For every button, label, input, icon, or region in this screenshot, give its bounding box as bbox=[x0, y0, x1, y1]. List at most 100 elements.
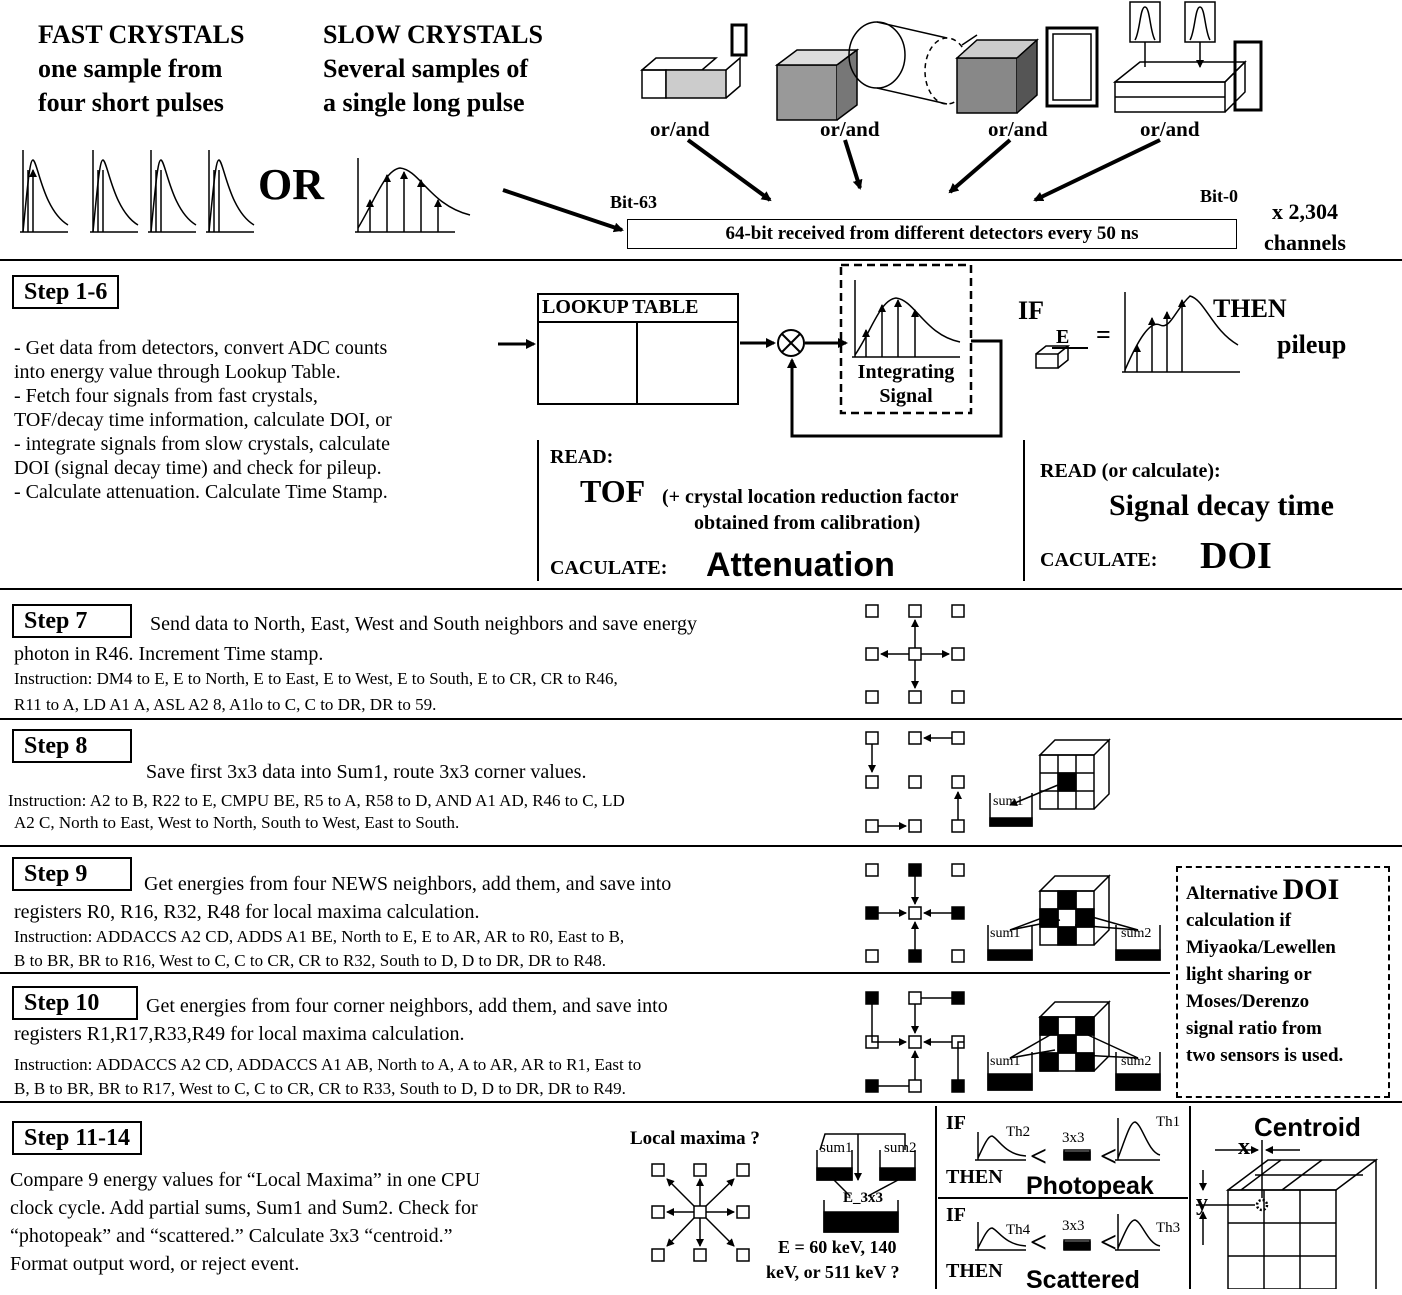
alt-doi-text: two sensors is used. bbox=[1186, 1045, 1344, 1066]
alt-doi-text: Alternative bbox=[1186, 883, 1278, 904]
step-1-6-label: Step 1-6 bbox=[12, 275, 120, 309]
y-label: y bbox=[1196, 1190, 1208, 1216]
bit-0-label: Bit-0 bbox=[1200, 186, 1238, 206]
step-8-routing-arrows bbox=[868, 734, 962, 830]
less-than-sign: < bbox=[1030, 1140, 1048, 1173]
calculate-left-label: CACULATE: bbox=[550, 557, 668, 579]
feedback-loop bbox=[787, 339, 1003, 438]
slow-pulse-icon bbox=[355, 158, 471, 233]
pulses-to-bus-arrow bbox=[502, 188, 624, 233]
then-photopeak-label: THEN bbox=[946, 1166, 1003, 1188]
step-10-label: Step 10 bbox=[12, 986, 138, 1020]
or-and-label: or/and bbox=[988, 117, 1048, 141]
read-column-dividers bbox=[537, 440, 1025, 581]
slow-crystals-line2: Several samples of bbox=[323, 54, 529, 83]
less-than-sign: < bbox=[1100, 1140, 1118, 1173]
energy-question-1: E = 60 keV, 140 bbox=[778, 1237, 897, 1257]
multiplier-icon bbox=[777, 329, 805, 357]
step-8-instruction: Instruction: A2 to B, R22 to E, CMPU BE,… bbox=[8, 791, 625, 810]
or-label: OR bbox=[258, 160, 324, 209]
if-label: IF bbox=[1018, 296, 1044, 325]
step-1-6-text: into energy value through Lookup Table. bbox=[14, 361, 341, 383]
th1-label: Th1 bbox=[1156, 1114, 1181, 1130]
tof-note-1: (+ crystal location reduction factor bbox=[662, 486, 959, 508]
step-7-text: Send data to North, East, West and South… bbox=[150, 613, 697, 635]
signal-label: Signal bbox=[879, 385, 933, 407]
step-1-6-text: DOI (signal decay time) and check for pi… bbox=[14, 457, 382, 479]
alt-doi-text: calculation if bbox=[1186, 910, 1292, 931]
step-7-instruction: R11 to A, LD A1 A, ASL A2 8, A1lo to C, … bbox=[14, 695, 437, 714]
energy-question-2: keV, or 511 keV ? bbox=[766, 1262, 900, 1282]
pileup-pulse-icon bbox=[1122, 292, 1240, 373]
step-7-news-arrows bbox=[880, 619, 950, 689]
alt-doi-text: light sharing or bbox=[1186, 964, 1312, 985]
step-11-14-text: Format output word, or reject event. bbox=[10, 1253, 300, 1275]
if-photopeak-label: IF bbox=[946, 1112, 966, 1134]
lookup-table-label: LOOKUP TABLE bbox=[542, 296, 699, 318]
threexthree-label: 3x3 bbox=[1062, 1130, 1085, 1146]
step-10-text: registers R1,R17,R33,R49 for local maxim… bbox=[14, 1023, 465, 1045]
step-1-6-text: - integrate signals from slow crystals, … bbox=[14, 433, 390, 455]
step-1-6-text: TOF/decay time information, calculate DO… bbox=[14, 409, 392, 431]
fast-crystals-line2: one sample from bbox=[38, 54, 223, 83]
then-scattered-label: THEN bbox=[946, 1260, 1003, 1282]
step-8-label: Step 8 bbox=[12, 729, 132, 763]
step-9-label: Step 9 bbox=[12, 857, 132, 891]
th3-label: Th3 bbox=[1156, 1220, 1181, 1236]
sum1-label: sum1 bbox=[820, 1140, 853, 1156]
alt-doi-text: Miyaoka/Lewellen bbox=[1186, 937, 1336, 958]
step-7-text: photon in R46. Increment Time stamp. bbox=[14, 643, 324, 665]
doi-label: DOI bbox=[1200, 535, 1272, 577]
sum2-label: sum2 bbox=[1121, 1054, 1151, 1069]
signal-decay-label: Signal decay time bbox=[1109, 489, 1334, 522]
step-9-cube bbox=[987, 874, 1161, 961]
sum2-label: sum2 bbox=[884, 1140, 917, 1156]
step-10-cube bbox=[987, 1000, 1161, 1091]
sum1-label: sum1 bbox=[993, 794, 1023, 809]
if-scattered-label: IF bbox=[946, 1204, 966, 1226]
or-and-label: or/and bbox=[1140, 117, 1200, 141]
step-8-routing-diagram bbox=[865, 731, 965, 833]
photopeak-label: Photopeak bbox=[1026, 1172, 1154, 1200]
or-and-label: or/and bbox=[820, 117, 880, 141]
step-8-instruction: A2 C, North to East, West to North, Sout… bbox=[14, 813, 460, 832]
step-8-cube-sum1 bbox=[989, 738, 1111, 827]
integrating-box bbox=[839, 263, 973, 415]
less-than-sign: < bbox=[1100, 1226, 1118, 1259]
detector-icons bbox=[639, 1, 1263, 121]
step-7-label: Step 7 bbox=[12, 604, 132, 638]
sum1-label: sum1 bbox=[990, 1054, 1020, 1069]
bit-63-label: Bit-63 bbox=[610, 192, 657, 212]
step-1-6-text: - Get data from detectors, convert ADC c… bbox=[14, 337, 388, 359]
step-9-text: Get energies from four NEWS neighbors, a… bbox=[144, 873, 672, 895]
bus-word-box: 64-bit received from different detectors… bbox=[627, 219, 1237, 249]
step-9-instruction: Instruction: ADDACCS A2 CD, ADDS A1 BE, … bbox=[14, 927, 625, 946]
step-11-14-text: clock cycle. Add partial sums, Sum1 and … bbox=[10, 1197, 478, 1219]
step-11-14-text: “photopeak” and “scattered.” Calculate 3… bbox=[10, 1225, 453, 1247]
read-label: READ: bbox=[550, 446, 614, 468]
step-11-14-text: Compare 9 energy values for “Local Maxim… bbox=[10, 1169, 481, 1191]
step-10-instruction: Instruction: ADDACCS A2 CD, ADDACCS A1 A… bbox=[14, 1055, 642, 1074]
then-label: THEN bbox=[1213, 294, 1287, 323]
or-and-label: or/and bbox=[650, 117, 710, 141]
read-calc-label: READ (or calculate): bbox=[1040, 460, 1221, 482]
channels-line1: x 2,304 bbox=[1272, 199, 1338, 224]
slow-crystals-title: SLOW CRYSTALS bbox=[323, 20, 543, 49]
step-1-6-text: - Fetch four signals from fast crystals, bbox=[14, 385, 318, 407]
slow-crystals-line3: a single long pulse bbox=[323, 88, 525, 117]
th4-label: Th4 bbox=[1006, 1222, 1031, 1238]
pileup-label: pileup bbox=[1277, 330, 1347, 359]
less-than-sign: < bbox=[1030, 1226, 1048, 1259]
centroid-cube bbox=[1196, 1140, 1379, 1289]
sum2-label: sum2 bbox=[1121, 926, 1151, 941]
step-11-dividers bbox=[935, 1106, 1191, 1289]
step-1-6-text: - Calculate attenuation. Calculate Time … bbox=[14, 481, 388, 503]
threshold-pulses bbox=[975, 1118, 1161, 1251]
alternative-doi-box bbox=[1176, 866, 1390, 1098]
sum1-label: sum1 bbox=[990, 926, 1020, 941]
sum-buckets-diagram bbox=[816, 1133, 916, 1233]
th2-label: Th2 bbox=[1006, 1124, 1031, 1140]
tof-note-2: obtained from calibration) bbox=[694, 512, 921, 534]
lookup-table-box bbox=[537, 293, 739, 405]
